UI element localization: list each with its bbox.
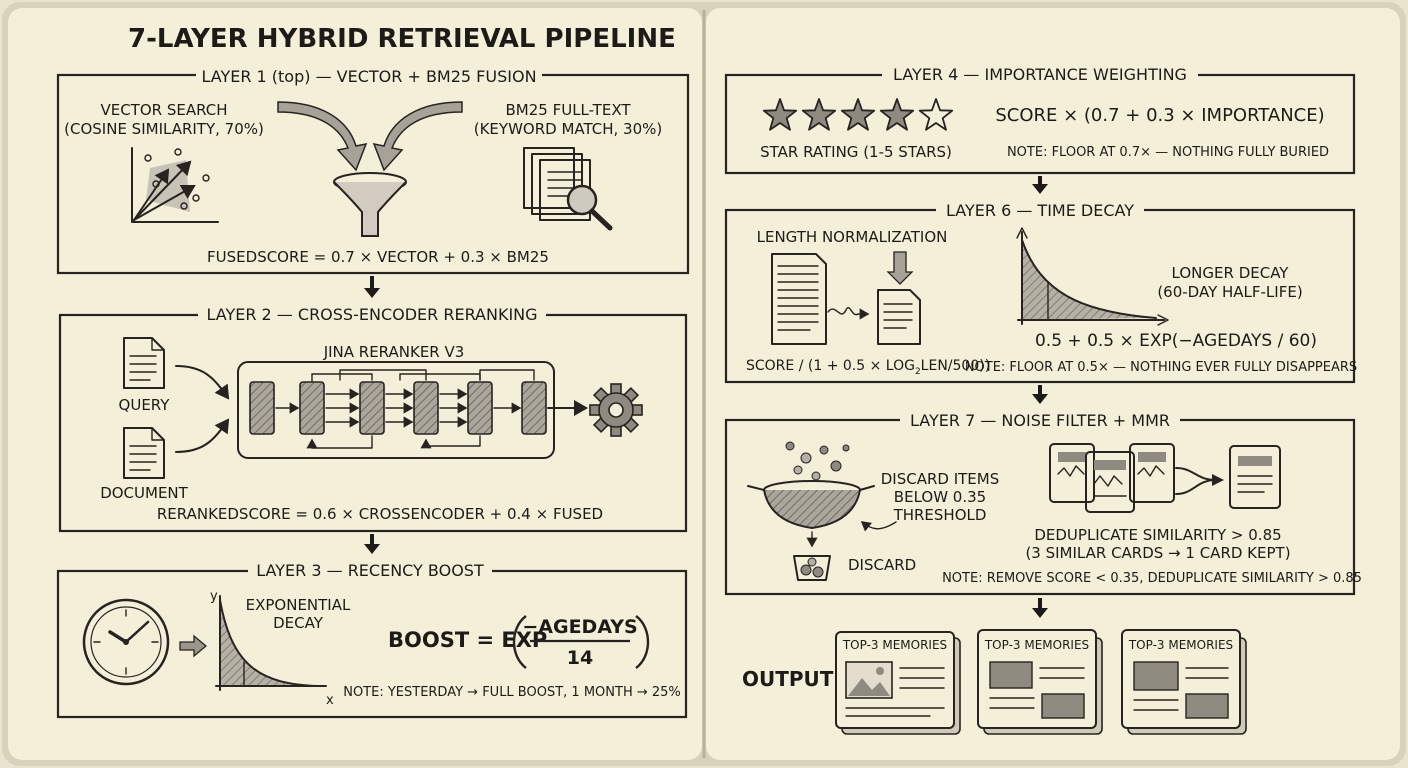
layer-1-header: LAYER 1 (top) — VECTOR + BM25 FUSION (201, 67, 536, 86)
layer-7-panel: LAYER 7 — NOISE FILTER + MMR DISCARD DIS… (724, 409, 1362, 596)
dedup-sub-label: (3 SIMILAR CARDS → 1 CARD KEPT) (1025, 544, 1290, 562)
layer-6-panel: LAYER 6 — TIME DECAY LENGTH NORMALIZATIO… (724, 199, 1357, 384)
layer-3-header: LAYER 3 — RECENCY BOOST (256, 561, 484, 580)
long-document-icon (771, 253, 827, 345)
vector-plot-icon (131, 147, 219, 223)
recency-note: NOTE: YESTERDAY → FULL BOOST, 1 MONTH → … (343, 685, 681, 700)
star-rating-caption: STAR RATING (1-5 STARS) (760, 143, 952, 161)
query-document-icon (123, 337, 165, 389)
noise-filter-note: NOTE: REMOVE SCORE < 0.35, DEDUPLICATE S… (942, 571, 1362, 586)
output-card-title: TOP-3 MEMORIES (842, 638, 947, 652)
layer-2-panel: LAYER 2 — CROSS-ENCODER RERANKING JINA R… (58, 303, 688, 533)
star-empty-icon (918, 98, 954, 131)
layer-3-panel: LAYER 3 — RECENCY BOOST y x EXPONENTIAL … (56, 559, 688, 719)
bm25-label: BM25 FULL-TEXT (506, 101, 632, 119)
time-decay-note: NOTE: FLOOR AT 0.5× — NOTHING EVER FULLY… (965, 360, 1357, 375)
kept-card-icon (1229, 445, 1281, 509)
document-icon (123, 427, 165, 479)
layer-4-header: LAYER 4 — IMPORTANCE WEIGHTING (893, 65, 1187, 84)
bm25-sub: (KEYWORD MATCH, 30%) (474, 120, 663, 138)
time-decay-formula: 0.5 + 0.5 × EXP(−AGEDAYS / 60) (1035, 331, 1317, 351)
right-paren (635, 615, 650, 669)
vector-search-label: VECTOR SEARCH (100, 101, 227, 119)
flow-arrow (1032, 176, 1048, 194)
star-filled-icon (879, 98, 915, 131)
short-document-icon (877, 289, 921, 345)
bm25-arrow (372, 101, 463, 172)
boost-denominator: 14 (567, 647, 593, 669)
time-decay-plot (1016, 227, 1169, 326)
threshold-label: THRESHOLD (893, 506, 987, 524)
layer-6-header: LAYER 6 — TIME DECAY (946, 201, 1134, 220)
below-threshold-label: BELOW 0.35 (894, 488, 986, 506)
document-label: DOCUMENT (100, 484, 188, 502)
star-filled-icon (840, 98, 876, 131)
longer-decay-label: LONGER DECAY (1172, 264, 1290, 282)
y-axis-label: y (210, 589, 218, 604)
fused-score-formula: FUSEDSCORE = 0.7 × VECTOR + 0.3 × BM25 (207, 248, 549, 266)
star-filled-icon (801, 98, 837, 131)
flow-arrow (1032, 385, 1048, 404)
output-card-3: TOP-3 MEMORIES (1121, 629, 1247, 735)
discard-label: DISCARD (848, 556, 916, 574)
flow-arrow (364, 534, 380, 554)
boost-numerator: −AGEDAYS (522, 616, 637, 638)
exponential-label: EXPONENTIAL (246, 596, 351, 614)
cross-encoder-network (237, 361, 588, 459)
layer-2-header: LAYER 2 — CROSS-ENCODER RERANKING (206, 305, 537, 324)
layer-7-header: LAYER 7 — NOISE FILTER + MMR (910, 411, 1170, 430)
vector-arrow (277, 101, 368, 172)
clock-icon (82, 598, 170, 686)
left-paren (512, 615, 527, 669)
discard-items-label: DISCARD ITEMS (881, 470, 1000, 488)
right-page (706, 8, 1400, 760)
output-card-title: TOP-3 MEMORIES (984, 638, 1089, 652)
dedup-label: DEDUPLICATE SIMILARITY > 0.85 (1034, 526, 1281, 544)
output-card-1: TOP-3 MEMORIES (835, 631, 961, 735)
sieve-icon (747, 441, 875, 530)
star-filled-icon (762, 98, 798, 131)
half-life-label: (60-DAY HALF-LIFE) (1157, 283, 1302, 301)
importance-note: NOTE: FLOOR AT 0.7× — NOTHING FULLY BURI… (1007, 145, 1329, 160)
output-section: OUTPUT TOP-3 MEMORIES TOP-3 MEMORIES TOP… (742, 629, 1247, 735)
reranker-model-label: JINA RERANKER V3 (323, 343, 465, 361)
output-card-2: TOP-3 MEMORIES (977, 629, 1103, 735)
documents-search-icon (523, 147, 613, 231)
decay-label: DECAY (273, 614, 324, 632)
flow-arrow (1032, 598, 1048, 618)
layer-4-panel: LAYER 4 — IMPORTANCE WEIGHTING STAR RATI… (724, 64, 1356, 175)
query-label: QUERY (119, 396, 171, 414)
page-title: 7-LAYER HYBRID RETRIEVAL PIPELINE (128, 24, 676, 54)
importance-formula: SCORE × (0.7 + 0.3 × IMPORTANCE) (995, 105, 1324, 126)
reranked-score-formula: RERANKEDSCORE = 0.6 × CROSSENCODER + 0.4… (157, 505, 603, 523)
output-label: OUTPUT (742, 667, 834, 691)
length-normalization-label: LENGTH NORMALIZATION (757, 228, 948, 246)
x-axis-label: x (326, 693, 334, 708)
boost-formula-lhs: BOOST = EXP (388, 628, 547, 652)
arrow-icon (179, 634, 208, 658)
exponential-decay-plot (215, 595, 327, 691)
norm-formula-a: SCORE / (1 + 0.5 × LOG2LEN/500)) (746, 358, 990, 377)
output-card-title: TOP-3 MEMORIES (1128, 638, 1233, 652)
star-rating (762, 98, 954, 131)
vector-search-sub: (COSINE SIMILARITY, 70%) (64, 120, 264, 138)
funnel-icon (333, 172, 407, 237)
gear-icon (589, 383, 643, 437)
flow-arrow (364, 276, 380, 298)
discard-bin-icon (793, 555, 831, 581)
layer-1-panel: LAYER 1 (top) — VECTOR + BM25 FUSION VEC… (56, 64, 690, 275)
similar-cards-icon (1049, 443, 1175, 513)
